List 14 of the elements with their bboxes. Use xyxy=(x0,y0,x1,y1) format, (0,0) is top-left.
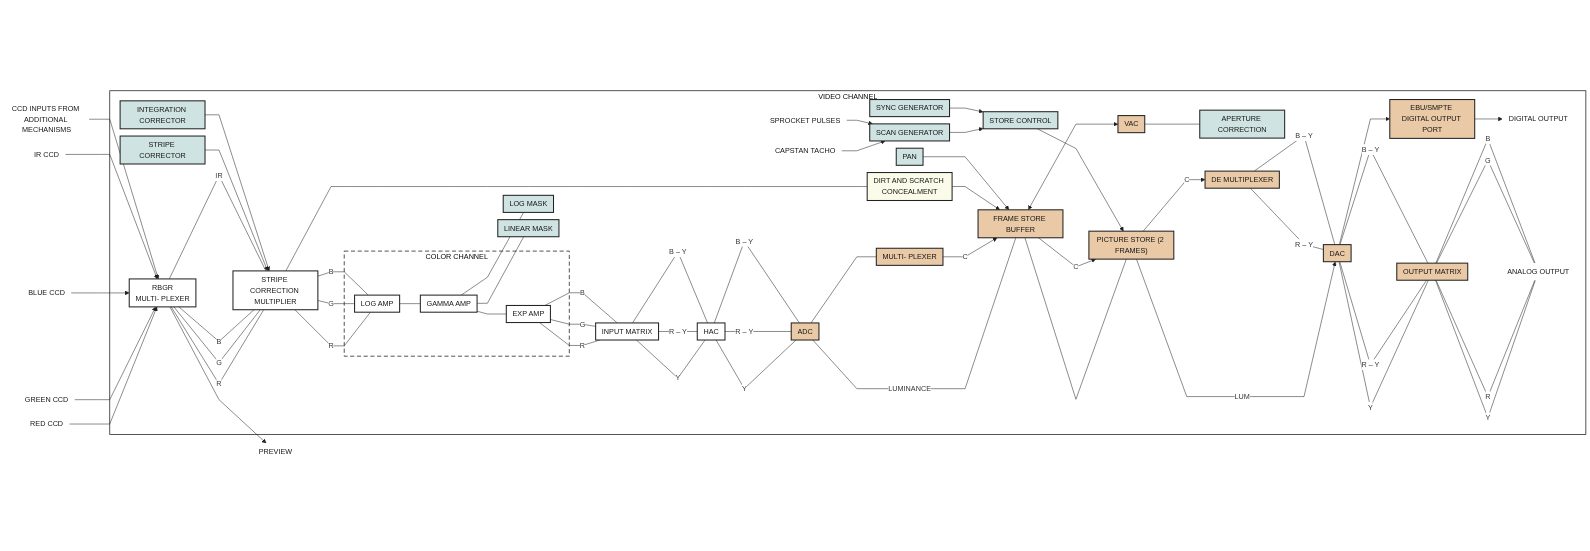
connector xyxy=(294,309,371,347)
connector xyxy=(715,339,797,389)
connector xyxy=(317,271,369,296)
connector xyxy=(810,256,877,324)
connector xyxy=(550,319,596,327)
connector xyxy=(1144,123,1200,125)
connector xyxy=(285,186,868,272)
connector xyxy=(399,303,421,304)
connector xyxy=(1250,187,1324,250)
connector xyxy=(544,292,618,324)
connector xyxy=(724,331,792,332)
connector xyxy=(178,306,255,342)
connector xyxy=(658,331,698,332)
connector xyxy=(317,300,355,304)
